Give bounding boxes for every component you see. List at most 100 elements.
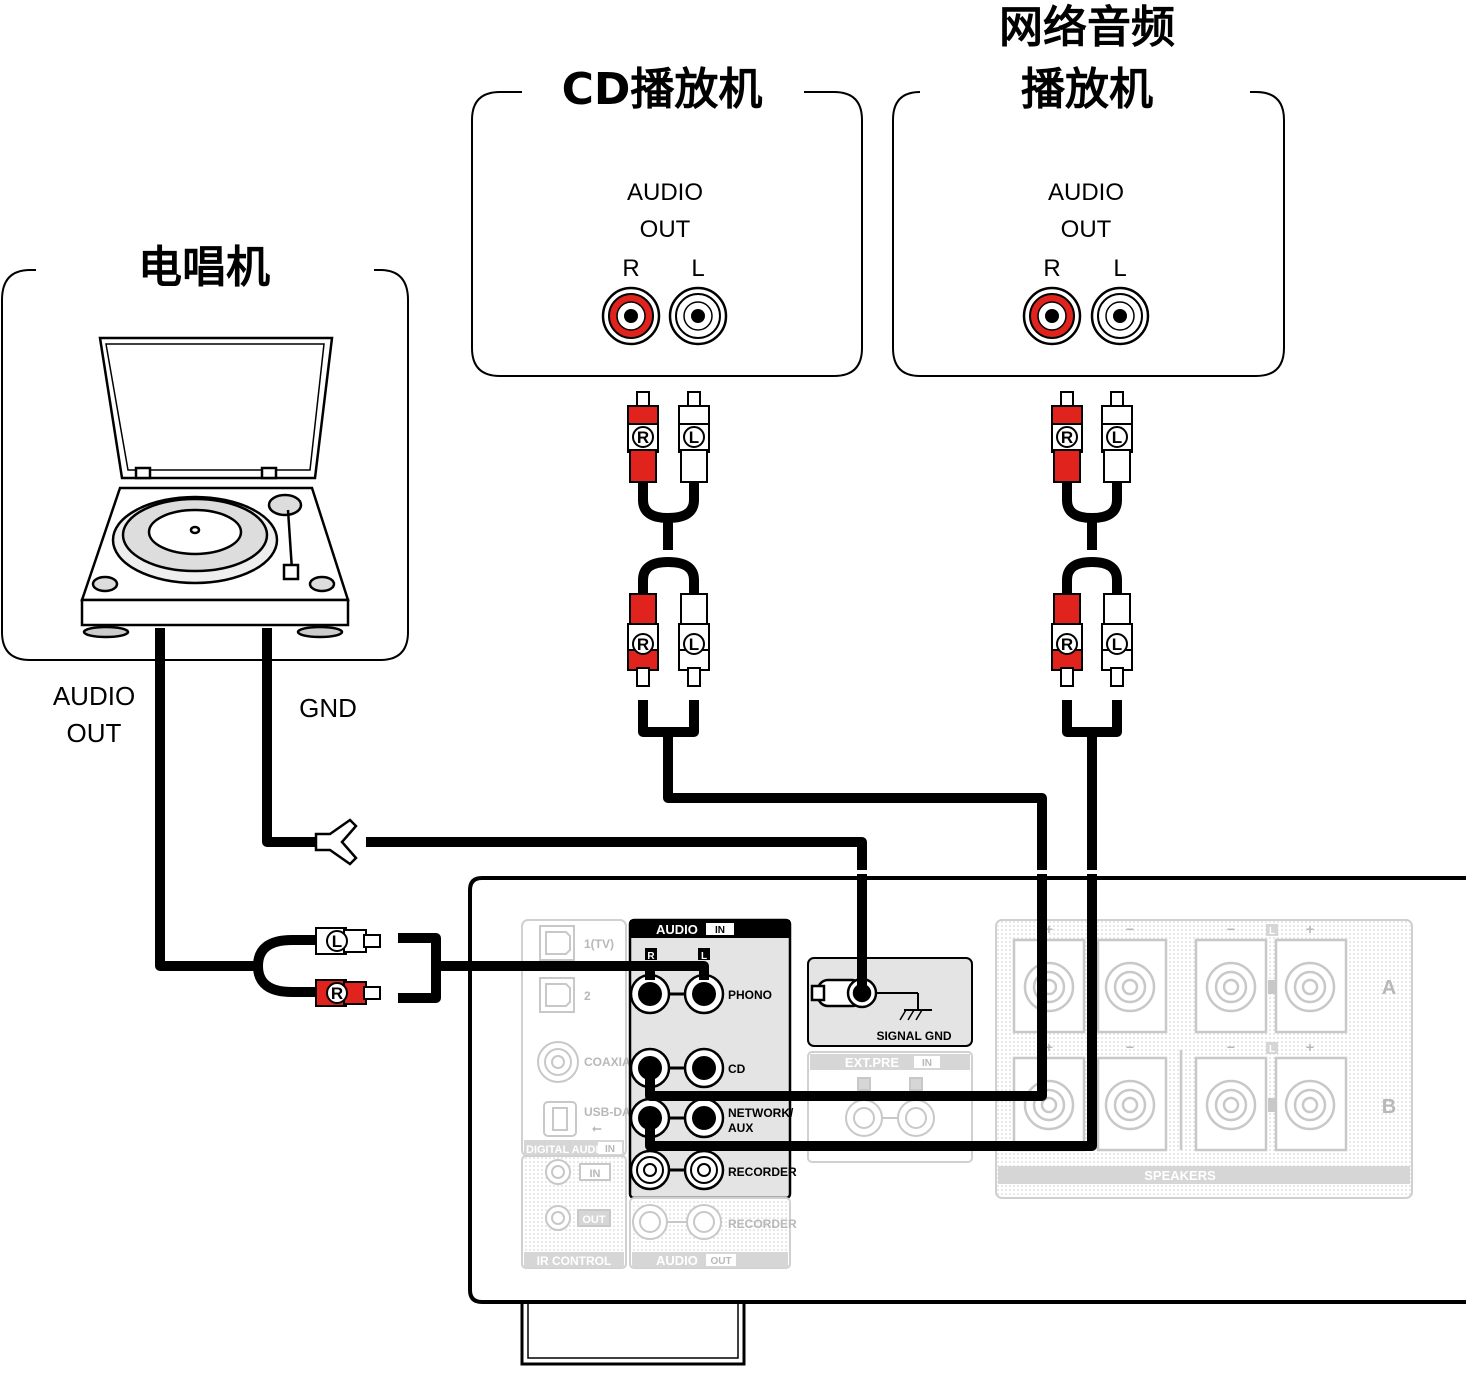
net-bottom-plug-l: L xyxy=(1101,593,1133,687)
ir-control-label: IR CONTROL xyxy=(537,1254,612,1268)
net-top-plug-r-label: R xyxy=(1061,428,1073,447)
zone-b-label: B xyxy=(1382,1096,1396,1118)
network-player-group: 网络音频 播放机 AUDIO OUT R L xyxy=(892,2,1285,377)
cd-r-label: R xyxy=(622,255,639,282)
digital-audio-in-tag: IN xyxy=(605,1144,615,1155)
net-cable-split-top xyxy=(1062,480,1122,523)
audio-in-header: AUDIO xyxy=(656,922,698,937)
phono-cable-r xyxy=(398,933,441,1003)
ir-in-jack[interactable] xyxy=(545,1159,611,1185)
network-aux-label-2: AUX xyxy=(728,1121,753,1135)
net-top-plug-l-label: L xyxy=(1112,428,1122,447)
turntable-icon xyxy=(80,336,350,639)
digital-audio-label: DIGITAL AUDIO xyxy=(526,1144,608,1156)
ir-in-tag: IN xyxy=(590,1168,601,1180)
net-audio-label-2: OUT xyxy=(1061,216,1112,243)
speaker-b-minus-2: − xyxy=(1227,1039,1235,1055)
turntable-audio-out-label-1: AUDIO xyxy=(53,681,135,711)
phono-jacks[interactable] xyxy=(629,973,725,1015)
speaker-a-plus-2: + xyxy=(1306,921,1314,937)
audio-out-header: AUDIO xyxy=(656,1253,698,1268)
network-aux-jacks[interactable] xyxy=(629,1097,725,1139)
network-player-title-1: 网络音频 xyxy=(999,2,1175,53)
turntable-audio-out-label-2: OUT xyxy=(67,718,122,748)
speaker-terminals[interactable] xyxy=(1012,938,1348,1152)
net-top-plug-l: L xyxy=(1101,391,1133,483)
net-bottom-plug-l-label: L xyxy=(1112,635,1122,654)
recorder-in-jacks[interactable] xyxy=(629,1149,725,1191)
cd-top-plug-r: R xyxy=(627,391,659,483)
phono-label: PHONO xyxy=(728,988,772,1002)
usb-dac-jack[interactable] xyxy=(543,1101,577,1137)
turntable-gnd-label: GND xyxy=(299,693,357,723)
zone-a-label: A xyxy=(1382,977,1396,999)
audio-out-tag: OUT xyxy=(710,1256,731,1267)
turntable-plug-r-label: R xyxy=(331,984,343,1003)
ir-out-tag: OUT xyxy=(582,1214,606,1226)
net-jack-l[interactable] xyxy=(1090,286,1150,346)
recorder-in-label: RECORDER xyxy=(728,1165,797,1179)
cd-l-label: L xyxy=(691,255,704,282)
optical-1-jack[interactable] xyxy=(539,925,575,961)
speaker-b-plus-2: + xyxy=(1306,1039,1314,1055)
signal-gnd-label: SIGNAL GND xyxy=(876,1029,951,1043)
cd-jack-r[interactable] xyxy=(601,286,661,346)
phono-cable-over xyxy=(436,961,709,980)
gnd-spade-lug xyxy=(314,818,358,866)
plugs: R L R L xyxy=(314,391,1133,1007)
cd-cable-split-top xyxy=(638,480,699,523)
receiver-foot xyxy=(520,1302,746,1366)
network-player-title-2: 播放机 xyxy=(1021,64,1153,115)
ir-out-jack[interactable] xyxy=(545,1205,611,1231)
speaker-a-minus-2: − xyxy=(1227,921,1235,937)
ext-pre-in-tag: IN xyxy=(922,1058,932,1069)
net-audio-label-1: AUDIO xyxy=(1048,179,1124,206)
optical-1-label: 1(TV) xyxy=(584,937,614,951)
usb-dac-label: USB-DAC xyxy=(584,1105,640,1119)
ext-pre-block xyxy=(807,1051,973,1163)
recorder-out-jacks[interactable] xyxy=(632,1204,722,1240)
gnd-cable xyxy=(262,628,318,847)
cd-bottom-plug-l-label: L xyxy=(689,635,699,654)
net-r-label: R xyxy=(1043,255,1060,282)
turntable-plug-l: L xyxy=(315,927,381,955)
net-top-plug-r: R xyxy=(1051,391,1083,483)
cd-player-frame xyxy=(471,91,863,377)
cd-cable-split-low xyxy=(638,557,699,596)
coaxial-jack[interactable] xyxy=(537,1041,579,1083)
audio-in-col-l: L xyxy=(701,951,707,962)
speakers-label: SPEAKERS xyxy=(1144,1168,1216,1183)
net-cable-over xyxy=(645,878,1097,1151)
turntable-title: 电唱机 xyxy=(138,242,270,293)
net-jack-r[interactable] xyxy=(1022,286,1082,346)
speaker-a-minus-1: − xyxy=(1126,921,1134,937)
speaker-b-plus-1: + xyxy=(1045,1039,1053,1055)
receiver-rear-panel: 1(TV) 2 COAXIAL USB-DAC ⭠ DIGITAL AUDIO … xyxy=(468,876,1466,1366)
ext-pre-label: EXT.PRE xyxy=(845,1055,900,1070)
cd-top-plug-l: L xyxy=(678,391,710,483)
receiver-outline xyxy=(468,876,1466,1304)
net-l-label: L xyxy=(1113,255,1126,282)
cd-player-group: CD播放机 AUDIO OUT R L xyxy=(471,64,863,377)
cable-gaps xyxy=(851,870,1103,874)
recorder-out-label: RECORDER xyxy=(728,1217,797,1231)
cd-cable-over xyxy=(645,878,1047,1101)
audio-in-tag: IN xyxy=(715,925,725,936)
cd-player-title: CD播放机 xyxy=(562,64,763,115)
turntable-audio-cable xyxy=(155,628,258,971)
coaxial-label: COAXIAL xyxy=(584,1055,638,1069)
turntable-group: 电唱机 AUDIO OUT GND xyxy=(1,242,409,748)
network-aux-label-1: NETWORK/ xyxy=(728,1106,794,1120)
turntable-plug-r: R xyxy=(315,979,381,1007)
speaker-b-minus-1: − xyxy=(1126,1039,1134,1055)
optical-2-jack[interactable] xyxy=(539,977,575,1013)
audio-in-col-r: R xyxy=(647,951,655,962)
cd-audio-label-2: OUT xyxy=(640,216,691,243)
cd-jack-l[interactable] xyxy=(668,286,728,346)
turntable-frame xyxy=(1,269,409,661)
cd-audio-label-1: AUDIO xyxy=(627,179,703,206)
cables-overlay xyxy=(436,878,1097,1151)
net-bottom-plug-r: R xyxy=(1051,593,1083,687)
cd-bottom-plug-l: L xyxy=(678,593,710,687)
